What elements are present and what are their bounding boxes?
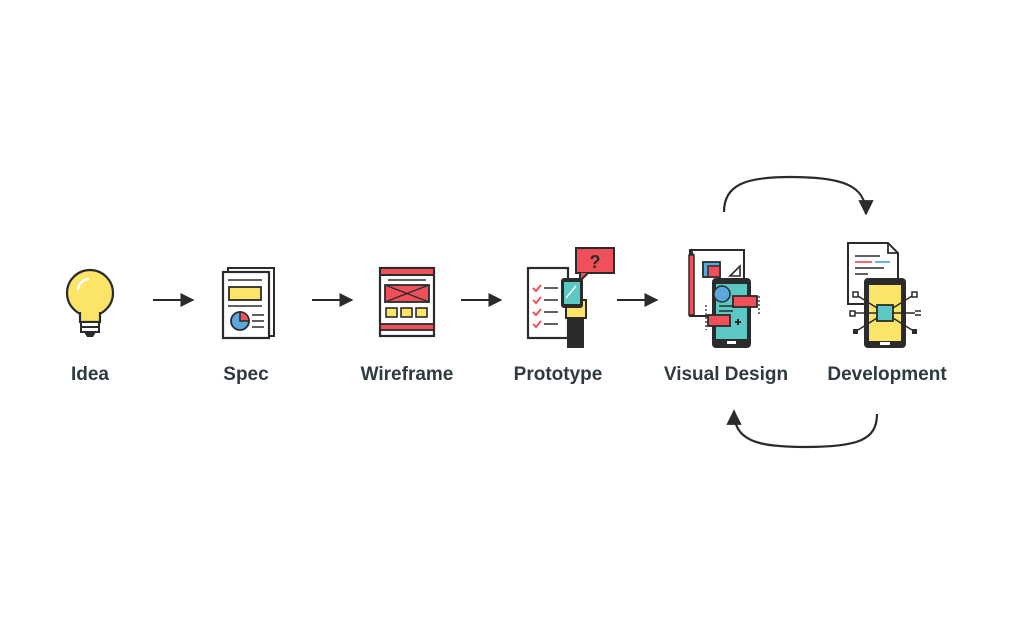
loop-arrow-top: [722, 175, 874, 216]
svg-text:?: ?: [590, 252, 601, 272]
step-label-visual-design: Visual Design: [663, 364, 789, 385]
loop-arrow-bottom: [726, 409, 879, 449]
development-phone-icon: [847, 242, 921, 348]
spec-document-icon: [221, 267, 275, 340]
step-label-development: Development: [827, 364, 947, 385]
wireframe-icon: [378, 266, 436, 338]
step-label-prototype: Prototype: [513, 364, 603, 385]
step-label-idea: Idea: [70, 364, 110, 385]
lightbulb-icon: [65, 268, 115, 337]
prototype-phone-icon: ?: [526, 247, 615, 348]
step-label-wireframe: Wireframe: [360, 364, 454, 385]
visual-design-icon: [688, 248, 760, 348]
step-label-spec: Spec: [223, 364, 269, 385]
